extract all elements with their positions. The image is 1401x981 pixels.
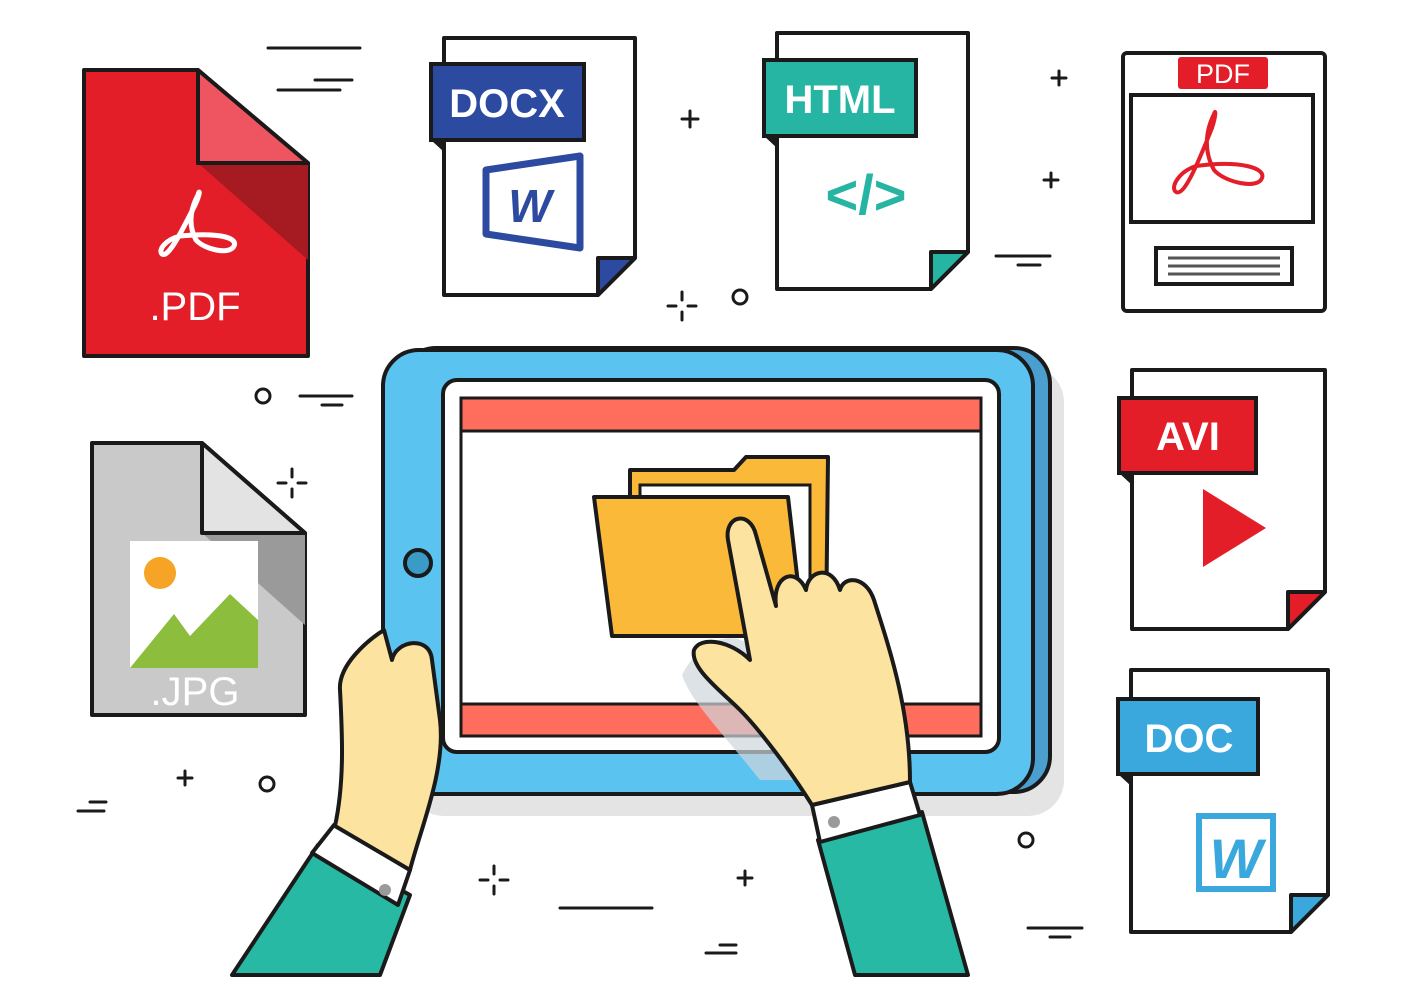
tablet[interactable]	[381, 346, 1064, 816]
pdf-reader-tag-label: PDF	[1196, 59, 1250, 89]
doc-file[interactable]: DOC W	[1116, 668, 1330, 934]
html-file[interactable]: HTML </>	[762, 31, 970, 291]
play-icon	[1203, 489, 1266, 567]
pdf-file-red[interactable]: .PDF	[82, 68, 310, 358]
jpg-file[interactable]: .JPG	[90, 441, 307, 717]
home-button[interactable]	[403, 548, 433, 578]
docx-file[interactable]: DOCX W	[429, 36, 637, 297]
html-tag	[762, 58, 918, 138]
pdf-reader-tag	[1178, 57, 1268, 89]
image-icon	[130, 541, 258, 668]
word-icon: W	[482, 152, 584, 252]
window-title-bar	[459, 396, 983, 433]
right-hand	[691, 516, 970, 977]
text-lines	[1168, 256, 1280, 276]
docx-tag	[429, 62, 586, 142]
docx-tag-label: DOCX	[449, 82, 565, 126]
acrobat-icon	[1172, 109, 1265, 195]
pdf-reader-file[interactable]: PDF	[1121, 51, 1327, 313]
avi-tag	[1117, 396, 1258, 475]
jpg-file-label: .JPG	[151, 670, 240, 714]
doc-tag-label: DOC	[1145, 717, 1234, 761]
left-hand	[230, 628, 443, 977]
pdf-file-label: .PDF	[149, 285, 240, 329]
decorations	[76, 46, 1084, 955]
word-icon-letter: W	[508, 180, 555, 232]
word-icon: W	[1196, 813, 1276, 892]
acrobat-icon	[158, 189, 237, 257]
word-icon-letter: W	[1210, 827, 1267, 890]
doc-tag	[1116, 697, 1260, 776]
code-icon: </>	[826, 163, 907, 226]
avi-file[interactable]: AVI	[1117, 368, 1327, 631]
avi-tag-label: AVI	[1156, 415, 1220, 459]
html-tag-label: HTML	[784, 78, 895, 122]
